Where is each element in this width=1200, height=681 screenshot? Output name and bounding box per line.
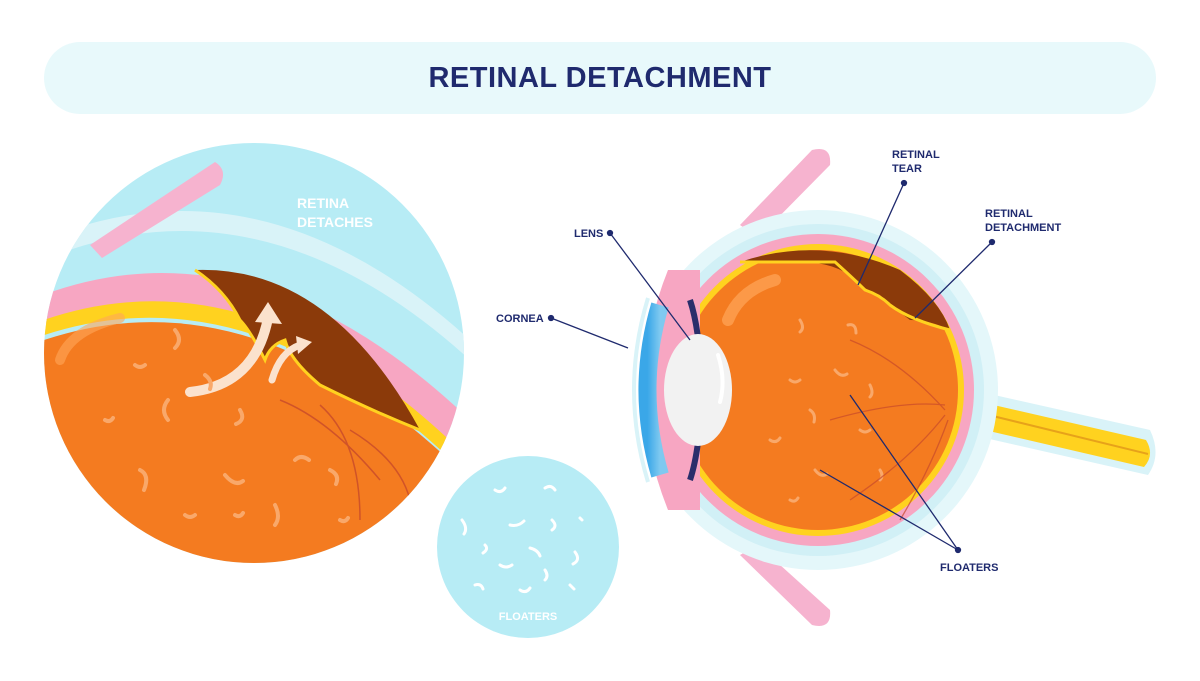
eye-floaters — [768, 318, 884, 503]
retinal-detachment-label-1: RETINAL — [985, 208, 1033, 220]
superior-muscle — [740, 149, 831, 238]
floaters-circle-bg — [437, 456, 619, 638]
retinal-tear-label-2: TEAR — [892, 163, 922, 175]
eye-cross-section: LENS CORNEA RETINAL TEAR RETINAL DETACHM… — [496, 149, 1156, 626]
detached-space — [195, 269, 420, 430]
detach-arrow-small — [268, 341, 304, 384]
retina-detaches-label-2: DETACHES — [297, 214, 373, 230]
retinal-tear-label-1: RETINAL — [892, 149, 940, 161]
blood-vessels — [279, 399, 411, 521]
floaters-inset: FLOATERS — [437, 456, 619, 638]
cornea-label: CORNEA — [496, 313, 544, 325]
vitreous — [678, 250, 958, 530]
page-title: RETINAL DETACHMENT — [428, 61, 772, 94]
eye-blood-vessels — [829, 339, 949, 521]
floaters-squiggles — [460, 484, 584, 594]
lens-label: LENS — [574, 228, 603, 240]
cornea — [638, 302, 669, 478]
title-banner: RETINAL DETACHMENT — [44, 42, 1156, 114]
eye-muscle — [90, 162, 224, 258]
floaters-inset-label: FLOATERS — [499, 611, 557, 623]
retina-detaches-label-1: RETINA — [297, 195, 349, 211]
detached-retina-edge — [194, 268, 421, 432]
detach-arrow-large — [185, 313, 273, 397]
inferior-muscle — [740, 545, 831, 626]
zoomed-retina-view: RETINA DETACHES — [44, 143, 464, 563]
zoom-floaters — [103, 328, 350, 527]
sclera-band — [44, 210, 464, 360]
floaters-label: FLOATERS — [940, 562, 998, 574]
callout-lines — [547, 179, 996, 554]
retinal-detachment-label-2: DETACHMENT — [985, 222, 1061, 234]
lens — [664, 334, 732, 446]
